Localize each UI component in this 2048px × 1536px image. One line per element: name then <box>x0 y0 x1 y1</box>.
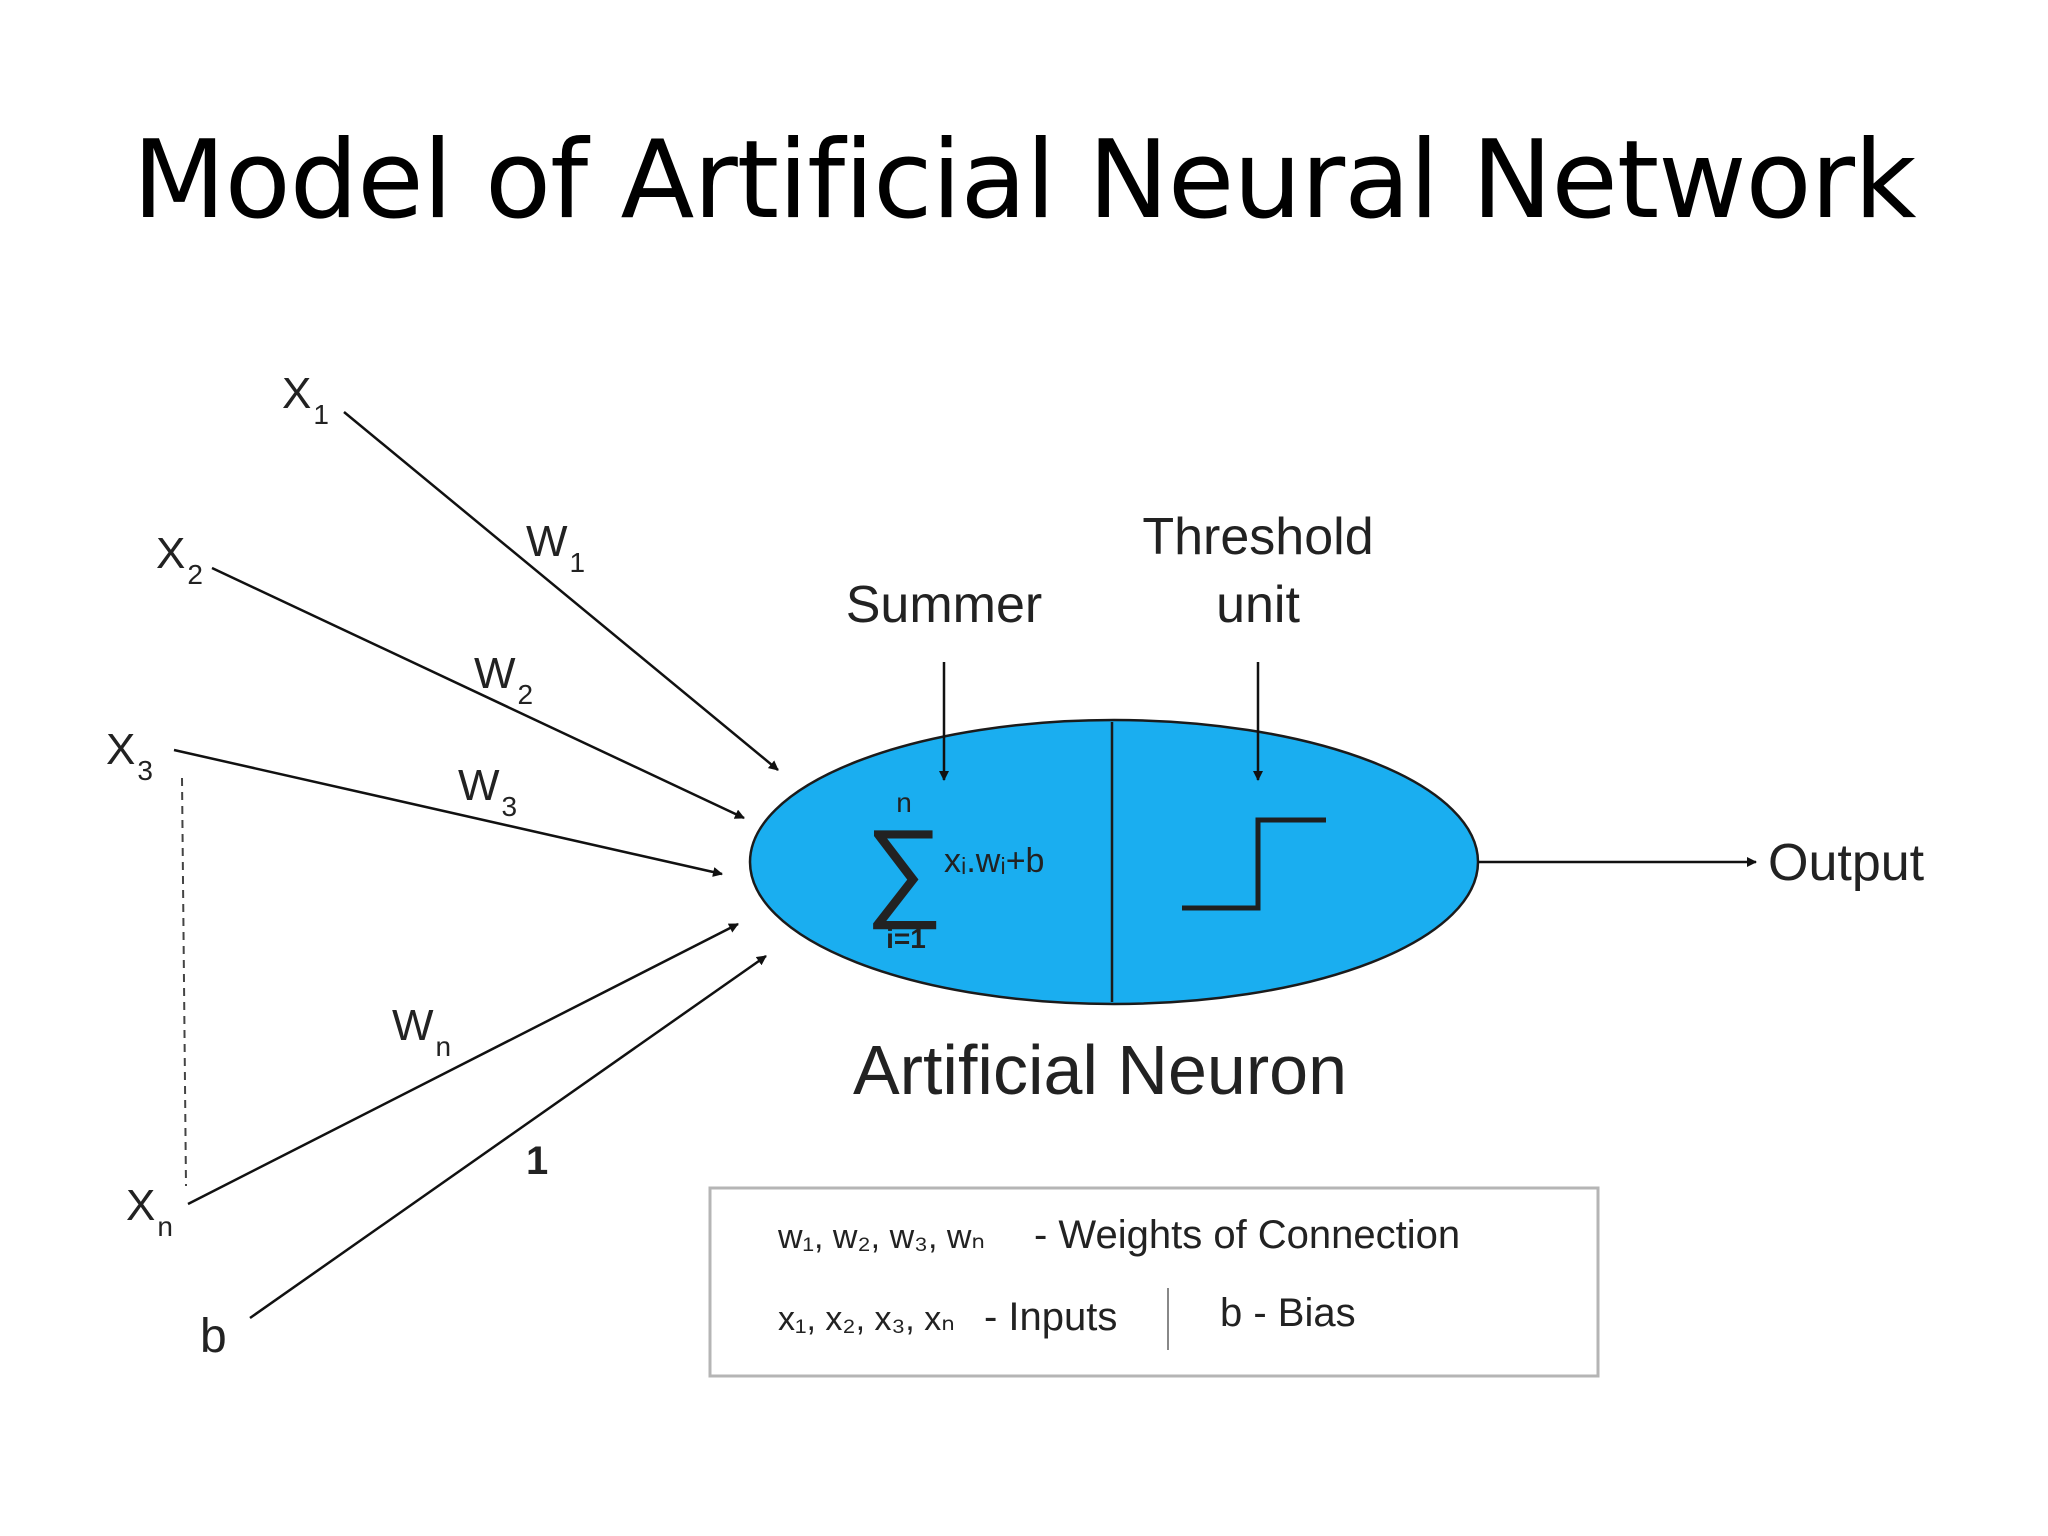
connection-xn <box>187 922 739 1206</box>
input-label-x2: X2 <box>156 529 203 590</box>
input-label-xn: Xn <box>126 1181 173 1242</box>
input-label-bias: b <box>200 1310 227 1363</box>
weight-label-bias: 1 <box>526 1139 548 1183</box>
sum-lower-limit: i=1 <box>886 923 926 954</box>
weight-label-w1: W1 <box>526 517 585 578</box>
summer-label: Summer <box>846 576 1042 634</box>
inputs-ellipsis-line <box>181 777 187 1187</box>
threshold-label-line2: unit <box>1216 576 1300 634</box>
legend-box <box>708 1186 1600 1378</box>
legend-inputs-desc: - Inputs <box>984 1295 1117 1339</box>
connection-bias <box>249 954 767 1320</box>
step-function-icon <box>1182 817 1326 911</box>
weight-label-w2: W2 <box>474 649 533 710</box>
input-label-x1: X1 <box>282 369 329 430</box>
input-label-x3: X3 <box>106 725 153 786</box>
slide-title: Model of Artificial Neural Network <box>132 118 1916 243</box>
sum-expression: xᵢ.wᵢ+b <box>944 842 1044 880</box>
weight-label-wn: Wn <box>392 1001 451 1062</box>
output-label: Output <box>1768 834 1925 892</box>
legend-inputs-vars: x₁, x₂, x₃, xₙ <box>778 1300 955 1338</box>
neuron-body <box>748 718 1480 1006</box>
neuron-name: Artificial Neuron <box>853 1031 1347 1109</box>
threshold-label-line1: Threshold <box>1142 508 1373 566</box>
legend-bias: b - Bias <box>1220 1291 1356 1335</box>
legend-weights-desc: - Weights of Connection <box>1034 1213 1460 1257</box>
legend-weights-vars: w₁, w₂, w₃, wₙ <box>777 1218 985 1256</box>
connection-x2 <box>211 566 745 820</box>
connection-x3 <box>173 748 723 877</box>
sigma-icon: ∑ <box>865 807 943 930</box>
weight-label-w3: W3 <box>458 761 517 822</box>
connection-x1 <box>343 411 779 771</box>
sum-upper-limit: n <box>896 787 912 818</box>
